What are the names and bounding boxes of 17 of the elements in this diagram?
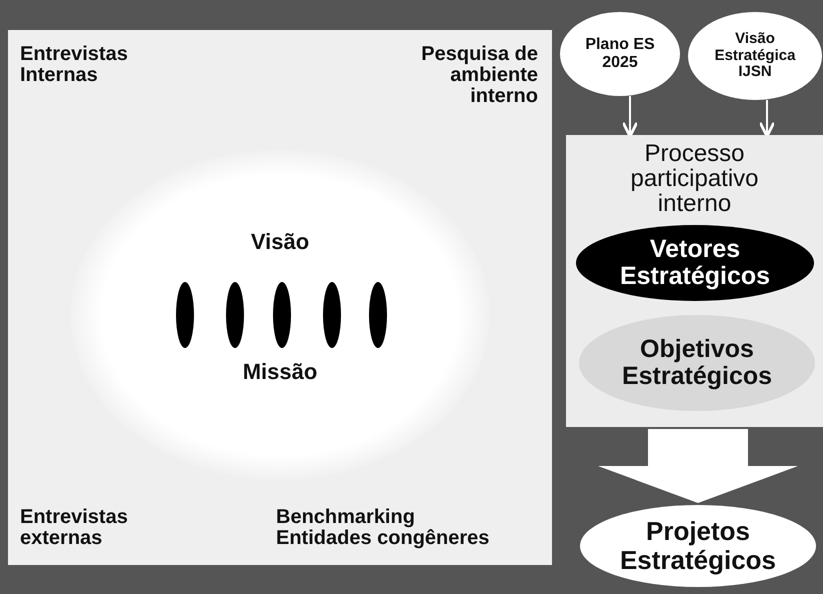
arrow — [758, 100, 776, 138]
panel — [8, 30, 552, 565]
block-arrow — [598, 429, 798, 503]
node-label: Plano ES 2025 — [584, 36, 656, 72]
node-label: Projetos Estratégicos — [618, 517, 778, 575]
node-label: Visão Estratégica IJSN — [714, 31, 796, 81]
label-text: Entrevistas Internas — [20, 44, 129, 86]
label-text: Processo participativo interno — [629, 141, 760, 217]
label-text: Visão — [250, 230, 310, 254]
node-label: Objetivos Estratégicos — [620, 336, 774, 390]
label-text: Benchmarking Entidades congêneres — [276, 507, 490, 549]
label-text: Pesquisa de ambiente interno — [420, 44, 538, 107]
arrow — [622, 96, 638, 138]
label-text: Missão — [242, 360, 318, 384]
panel — [566, 135, 823, 427]
label-text: Entrevistas externas — [20, 507, 129, 549]
node-label: Vetores Estratégicos — [618, 236, 772, 290]
